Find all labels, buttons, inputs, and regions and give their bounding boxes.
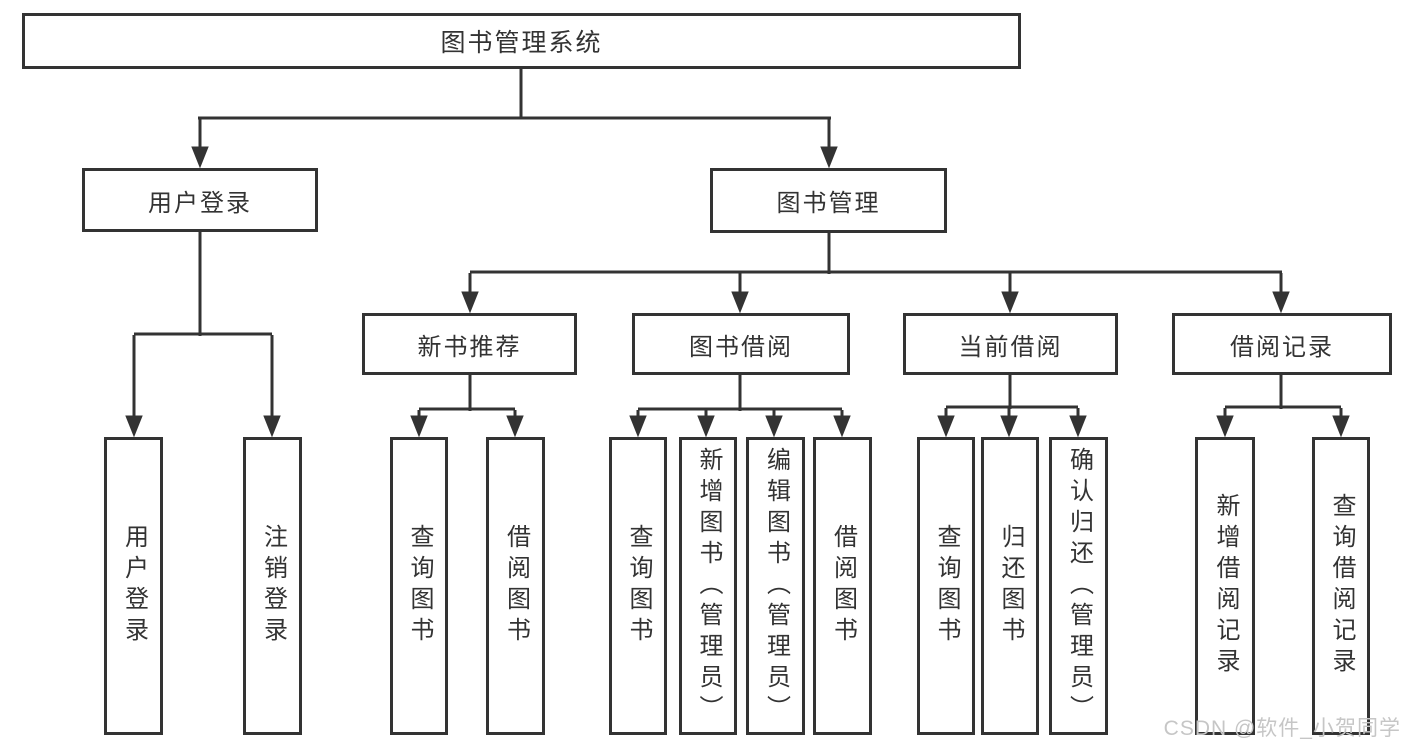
leaf-add-book-admin: 新增图书（管理员）	[679, 437, 737, 735]
node-new-book-recommendation: 新书推荐	[362, 313, 577, 375]
node-label: 借阅图书	[502, 524, 530, 648]
node-book-borrowing: 图书借阅	[632, 313, 850, 375]
leaf-confirm-return-admin: 确认归还（管理员）	[1049, 437, 1108, 735]
node-label: 查询借阅记录	[1328, 493, 1355, 679]
node-label: 注销登录	[259, 524, 287, 648]
node-label: 查询图书	[406, 524, 433, 648]
leaf-add-borrow-record: 新增借阅记录	[1195, 437, 1255, 735]
leaf-query-books-borrowing: 查询图书	[609, 437, 667, 735]
csdn-watermark: CSDN @软件_小贺同学	[1163, 717, 1401, 740]
node-label: 借阅记录	[1230, 333, 1334, 361]
node-label: 图书借阅	[689, 333, 793, 361]
node-root: 图书管理系统	[22, 13, 1021, 69]
node-label: 查询图书	[933, 524, 960, 648]
node-label: 图书管理	[776, 190, 881, 217]
leaf-query-borrow-record: 查询借阅记录	[1312, 437, 1370, 735]
node-label: 新增图书（管理员）	[695, 446, 722, 726]
node-user-login: 用户登录	[82, 168, 318, 232]
leaf-user-login: 用户登录	[104, 437, 163, 735]
node-label: 编辑图书（管理员）	[762, 446, 790, 726]
node-label: 当前借阅	[958, 333, 1063, 361]
leaf-borrow-books-borrowing: 借阅图书	[813, 437, 872, 735]
leaf-borrow-books-recommend: 借阅图书	[486, 437, 545, 735]
node-label: 确认归还（管理员）	[1065, 446, 1093, 726]
node-label: 用户登录	[120, 524, 148, 648]
node-label: 新增借阅记录	[1212, 493, 1239, 679]
node-current-borrowing: 当前借阅	[903, 313, 1118, 375]
leaf-edit-book-admin: 编辑图书（管理员）	[746, 437, 805, 735]
leaf-query-books-recommend: 查询图书	[390, 437, 448, 735]
node-label: 新书推荐	[417, 333, 522, 361]
node-label: 用户登录	[148, 189, 252, 217]
node-label: 借阅图书	[829, 524, 857, 648]
node-label: 归还图书	[997, 524, 1024, 648]
node-label: 查询图书	[625, 524, 652, 648]
leaf-logout: 注销登录	[243, 437, 302, 735]
node-borrowing-records: 借阅记录	[1172, 313, 1392, 375]
node-book-management: 图书管理	[710, 168, 947, 233]
leaf-query-books-current: 查询图书	[917, 437, 975, 735]
leaf-return-books: 归还图书	[981, 437, 1039, 735]
node-label: 图书管理系统	[440, 29, 603, 57]
